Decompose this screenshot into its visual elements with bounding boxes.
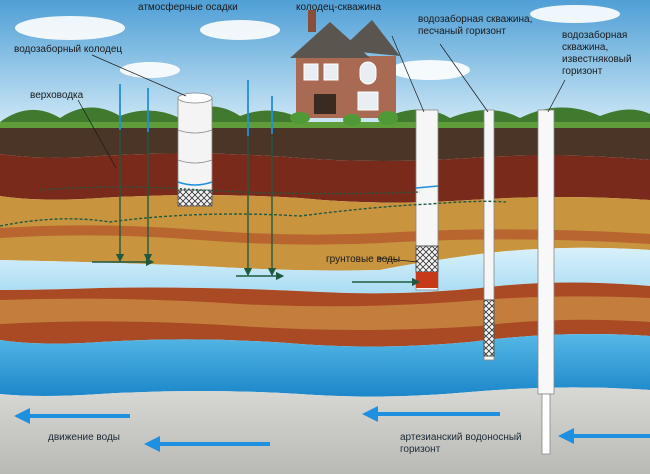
seepage-paths [0, 132, 507, 287]
house [290, 10, 400, 126]
sand-borehole [415, 109, 439, 291]
label-limestone-borehole: водозаборная скважина, известняковый гор… [562, 30, 632, 77]
clouds [15, 5, 620, 80]
limestone-layer [0, 387, 650, 474]
label-sand-borehole: водозаборная скважина, песчаный горизонт [418, 14, 533, 37]
label-water-movement: движение воды [48, 432, 120, 443]
precipitation-lines [119, 80, 273, 136]
label-well-borehole: колодец-скважина [296, 2, 382, 13]
label-water-intake-well: водозаборный колодец [14, 44, 123, 55]
leader-lines [77, 35, 566, 263]
limestone-borehole [537, 109, 555, 455]
label-perched-water: верховодка [30, 90, 84, 101]
label-ground-water: грунтовые воды [326, 254, 401, 265]
intake-well [177, 92, 213, 207]
label-precipitation: атмосферные осадки [138, 2, 238, 13]
label-artesian-aquifer: артезианский водоносный горизонт [400, 432, 522, 455]
water-movement-arrows [14, 406, 650, 452]
limestone-casing [483, 109, 495, 361]
treeline [0, 106, 650, 132]
